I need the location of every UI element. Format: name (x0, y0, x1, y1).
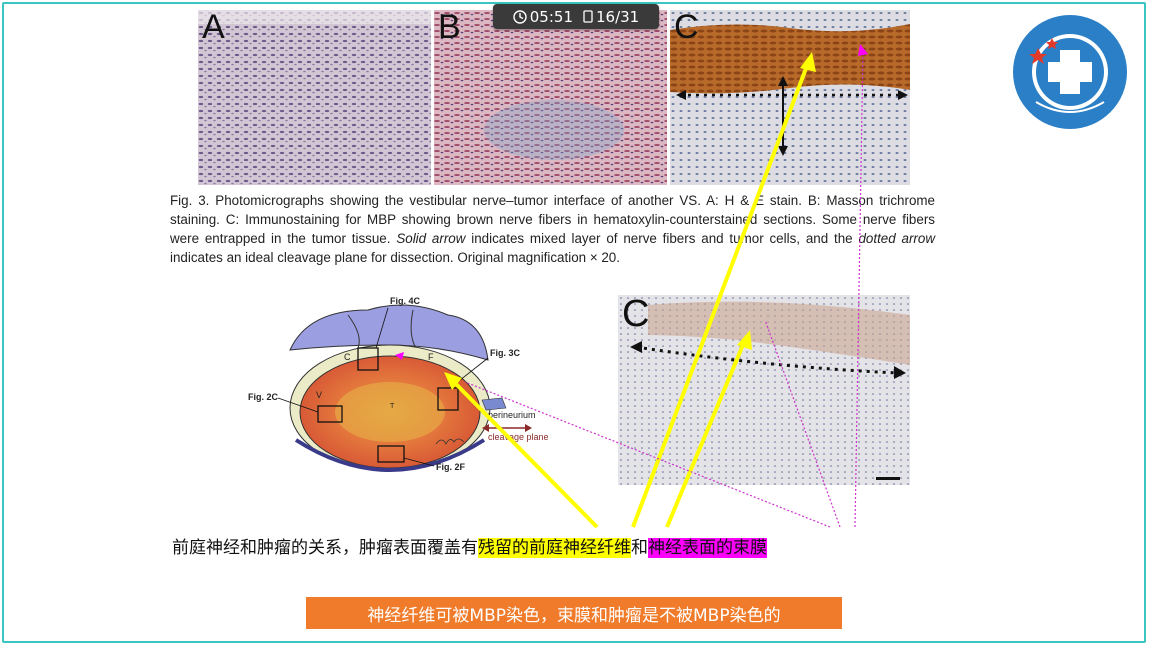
page-icon (583, 10, 593, 23)
caption-italic-2: dotted arrow (858, 231, 935, 246)
yellow-arrow-panel-c (631, 62, 810, 528)
magenta-line-3 (464, 381, 831, 528)
elapsed-time: 05:51 (529, 7, 573, 26)
caption-italic-1: Solid arrow (396, 231, 466, 246)
label-c: C (344, 352, 351, 362)
clock-icon (513, 9, 527, 24)
label-fig2c: Fig. 2C (248, 392, 279, 402)
caption-text-3: indicates an ideal cleavage plane for di… (170, 250, 620, 265)
yellow-arrow-panel-c-large (665, 339, 747, 528)
scale-bar (876, 477, 900, 480)
panel-letter-b: B (438, 10, 461, 46)
micrograph-panel-b: B (434, 10, 667, 185)
label-v: V (316, 390, 322, 400)
mbp-stain-note: 神经纤维可被MBP染色，束膜和肿瘤是不被MBP染色的 (306, 597, 842, 629)
main-text-magenta-highlight: 神经表面的束膜 (648, 538, 767, 558)
main-description: 前庭神经和肿瘤的关系，肿瘤表面覆盖有残留的前庭神经纤维和神经表面的束膜 (172, 533, 767, 558)
label-perineurium: perineurium (488, 410, 536, 420)
he-stain-texture (198, 10, 431, 185)
mbp-stain-texture (670, 10, 910, 185)
panel-letter-c-large: C (622, 295, 650, 335)
micrograph-panel-a: A (198, 10, 431, 185)
presentation-status-bar: 05:51 16/31 (493, 4, 659, 29)
panel-letter-c: C (674, 10, 699, 46)
figure-caption: Fig. 3. Photomicrographs showing the ves… (170, 191, 935, 267)
panel-letter-a: A (202, 10, 225, 46)
trichrome-texture (434, 10, 667, 185)
artist-signature (435, 438, 465, 445)
label-cleavage-plane: cleavage plane (488, 432, 549, 442)
main-text-and: 和 (631, 538, 648, 558)
label-fig2f: Fig. 2F (436, 462, 466, 472)
yellow-arrow-diagram (450, 378, 599, 529)
magenta-line-2 (764, 319, 841, 528)
label-t: T (390, 403, 395, 410)
label-fig3c: Fig. 3C (490, 348, 521, 358)
mbp-large-texture (618, 295, 910, 485)
perineurium-swatch (481, 397, 507, 411)
nerve-tumor-schematic: Fig. 4C Fig. 3C Fig. 2C Fig. 2F C F V T … (248, 296, 549, 472)
tangdu-hospital-logo (1010, 12, 1130, 132)
micrograph-panel-c: C (670, 10, 910, 185)
page-counter: 16/31 (596, 7, 640, 26)
magenta-line-1 (854, 49, 864, 528)
caption-text-2: indicates mixed layer of nerve fibers an… (465, 231, 859, 246)
main-text-plain: 前庭神经和肿瘤的关系，肿瘤表面覆盖有 (172, 538, 478, 558)
label-f: F (428, 352, 434, 362)
micrograph-panel-c-large: C (618, 295, 910, 485)
label-fig4c: Fig. 4C (390, 296, 421, 306)
caption-text-1: Fig. 3. Photomicrographs showing the ves… (170, 193, 935, 246)
main-text-yellow-highlight: 残留的前庭神经纤维 (478, 538, 631, 558)
